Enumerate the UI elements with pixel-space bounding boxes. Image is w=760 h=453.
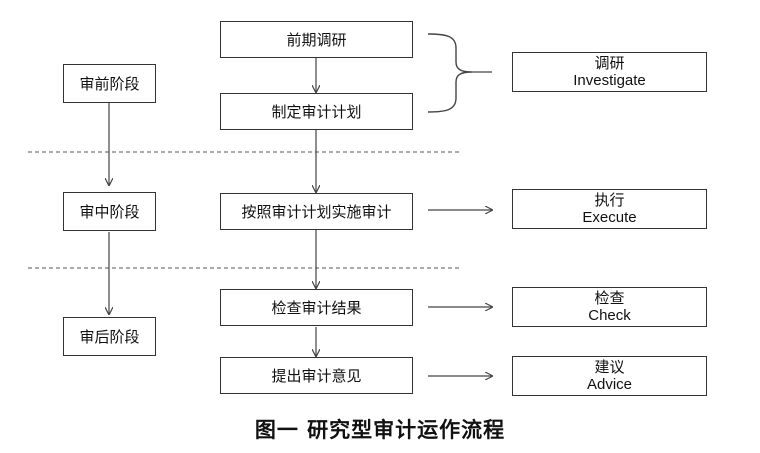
step-box-research: 前期调研 (220, 21, 413, 58)
outcome-zh: 检查 (594, 289, 625, 307)
outcome-zh: 建议 (594, 358, 625, 376)
brace (427, 33, 473, 113)
step-label: 检查审计结果 (271, 298, 362, 317)
stage-label: 审中阶段 (79, 202, 140, 221)
outcome-en: Advice (586, 376, 633, 393)
outcome-en: Investigate (573, 72, 646, 89)
outcome-box-check: 检查 Check (512, 287, 707, 327)
step-box-check-results: 检查审计结果 (220, 289, 413, 326)
outcome-zh: 调研 (594, 54, 625, 72)
step-label: 前期调研 (286, 30, 347, 49)
stage-label: 审前阶段 (79, 74, 140, 93)
outcome-box-advice: 建议 Advice (512, 356, 707, 396)
stage-box-pre: 审前阶段 (63, 64, 156, 103)
outcome-box-execute: 执行 Execute (512, 189, 707, 229)
stage-box-during: 审中阶段 (63, 192, 156, 231)
step-box-plan: 制定审计计划 (220, 93, 413, 130)
step-label: 制定审计计划 (271, 102, 362, 121)
figure-caption: 图一 研究型审计运作流程 (254, 418, 506, 442)
stage-label: 审后阶段 (79, 327, 140, 346)
outcome-en: Check (588, 307, 631, 324)
outcome-box-investigate: 调研 Investigate (512, 52, 707, 92)
outcome-en: Execute (582, 209, 637, 226)
step-box-implement: 按照审计计划实施审计 (220, 193, 413, 230)
step-box-advice: 提出审计意见 (220, 357, 413, 394)
outcome-zh: 执行 (594, 191, 625, 209)
step-label: 按照审计计划实施审计 (241, 202, 392, 221)
stage-box-post: 审后阶段 (63, 317, 156, 356)
step-label: 提出审计意见 (271, 366, 362, 385)
